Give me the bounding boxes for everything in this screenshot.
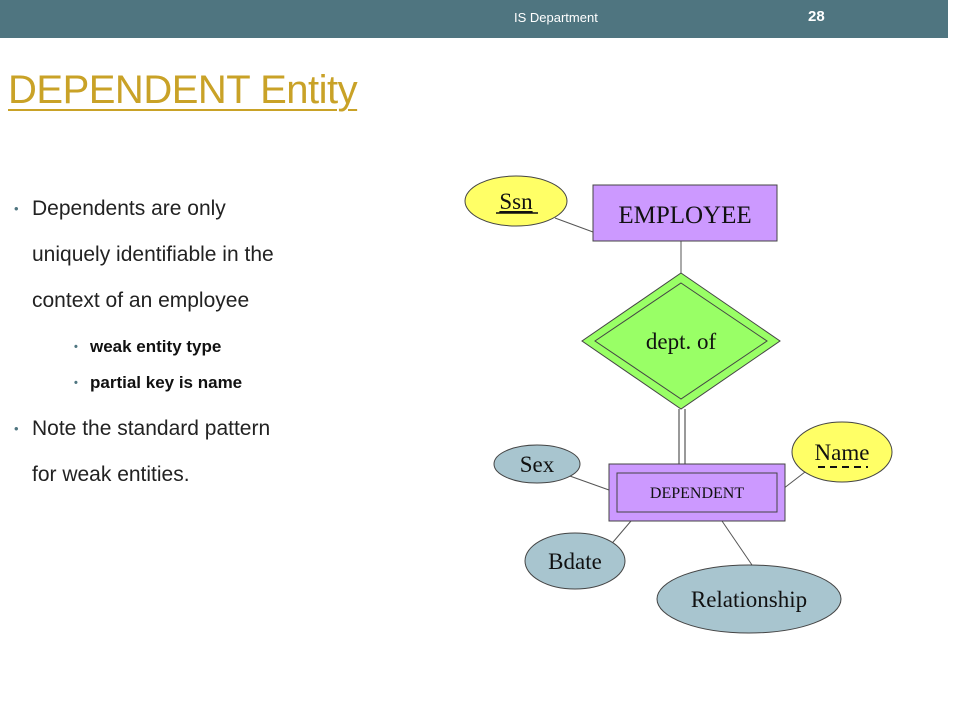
sub-bullet-item: weak entity type (14, 334, 384, 360)
relationship-attribute-label: Relationship (691, 587, 807, 612)
bullet-line: uniquely identifiable in the (32, 243, 274, 266)
dept-of-relationship-label: dept. of (646, 329, 717, 354)
connector-ssn-employee (554, 217, 594, 233)
employee-entity (592, 184, 778, 242)
bullet-line: context of an employee (32, 289, 250, 312)
dependent-entity-label: DEPENDENT (650, 485, 744, 502)
bullet-line: Dependents are only (32, 197, 226, 220)
sex-attribute-label: Sex (520, 452, 555, 477)
sex-attribute (493, 444, 581, 484)
dependent-entity-inner (616, 472, 778, 513)
slide-title: DEPENDENT Entity (8, 68, 358, 112)
employee-entity-label: EMPLOYEE (618, 202, 751, 229)
dept-of-relationship (581, 272, 781, 410)
bullet-item: Note the standard pattern for weak entit… (14, 406, 384, 498)
bullet-item: Dependents are only uniquely identifiabl… (14, 186, 384, 324)
connector-sex-dependent (566, 474, 610, 491)
bullet-list: Dependents are only uniquely identifiabl… (14, 186, 384, 498)
header-title: IS Department (514, 10, 598, 25)
sub-bullet-item: partial key is name (14, 370, 384, 396)
ssn-attribute-label: Ssn (499, 189, 533, 214)
name-attribute-label: Name (815, 440, 870, 465)
bullet-line: Note the standard pattern (32, 417, 271, 440)
bdate-attribute-label: Bdate (548, 549, 602, 574)
relationship-attribute (656, 564, 842, 634)
ssn-attribute (464, 175, 568, 227)
page-number: 28 (808, 8, 825, 25)
dept-of-relationship-inner (594, 282, 768, 400)
header-bar: IS Department 28 (0, 0, 948, 38)
bdate-attribute (524, 532, 626, 590)
connector-relationship-attr-dependent (721, 520, 753, 566)
bullet-line: for weak entities. (32, 463, 190, 486)
